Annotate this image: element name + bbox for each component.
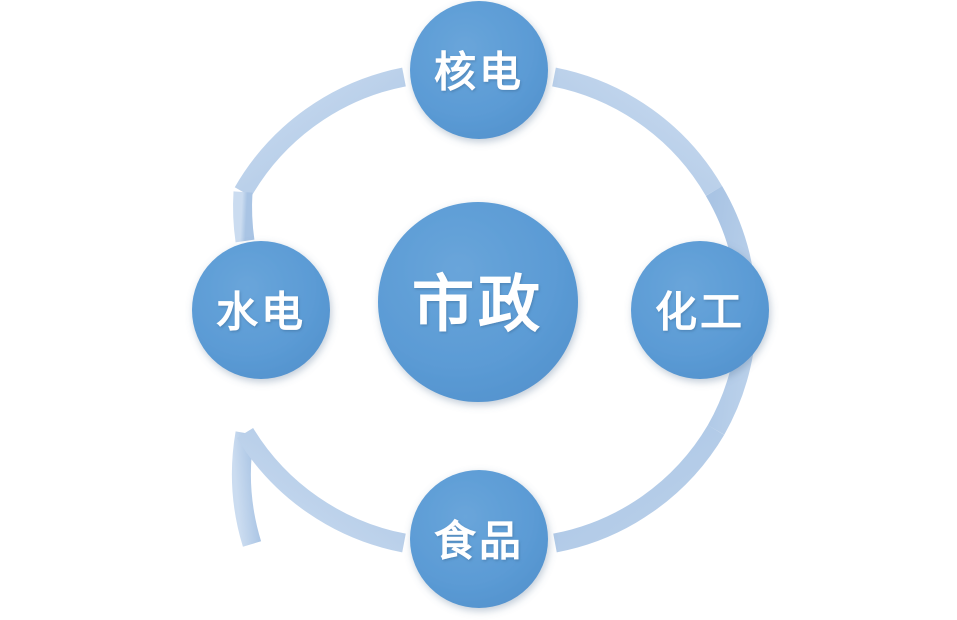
node-bottom-circle[interactable]	[410, 470, 548, 608]
arc-top-right	[552, 67, 723, 196]
node-top[interactable]: 核电	[410, 1, 548, 139]
node-bottom-label: 食品	[434, 518, 524, 565]
node-left[interactable]: 水电	[192, 241, 330, 379]
node-bottom[interactable]: 食品	[410, 470, 548, 608]
node-top-circle[interactable]	[410, 1, 548, 139]
node-top-label: 核电	[434, 49, 524, 96]
node-left-label: 水电	[216, 289, 306, 336]
arc-left-lower	[236, 428, 406, 553]
center-node-label: 市政	[412, 271, 544, 340]
arc-top-left	[234, 67, 406, 197]
node-right-label: 化工	[655, 289, 745, 336]
node-right-circle[interactable]	[631, 241, 769, 379]
center-node-circle[interactable]	[378, 202, 578, 402]
arc-bottom-right	[553, 425, 725, 553]
arc-left-upper	[233, 191, 255, 243]
node-right[interactable]: 化工	[631, 241, 769, 379]
center-node[interactable]: 市政	[378, 202, 578, 402]
node-left-circle[interactable]	[192, 241, 330, 379]
